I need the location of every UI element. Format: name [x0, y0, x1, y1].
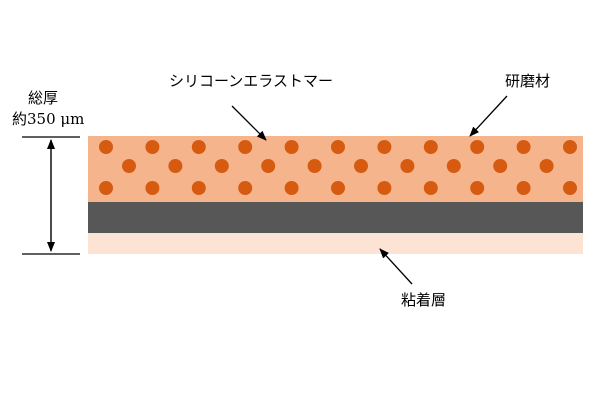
abrasive-particles [99, 140, 577, 195]
abrasive-particle [563, 181, 577, 195]
abrasive-particle [168, 159, 183, 173]
abrasive-particle [516, 181, 531, 195]
abrasive-particle [145, 140, 160, 154]
abrasive-particle [238, 181, 253, 195]
elastomer-label: シリコーンエラストマー [169, 72, 333, 90]
abrasive-particle [331, 181, 345, 195]
adhesive-pointer-arrow [379, 248, 413, 285]
abrasive-particle [493, 159, 508, 173]
abrasive-particle [307, 159, 322, 173]
substrate-layer [88, 202, 583, 233]
abrasive-particle [99, 140, 113, 154]
abrasive-particle [377, 140, 392, 154]
adhesive-layer [88, 233, 583, 254]
abrasive-particle [191, 140, 206, 154]
abrasive-particle [284, 181, 299, 195]
abrasive-particle [400, 159, 415, 173]
abrasive-particle [238, 140, 253, 154]
abrasive-particle [446, 159, 461, 173]
abrasive-particle [470, 181, 485, 195]
abrasive-particle [99, 181, 113, 195]
adhesive-label: 粘着層 [401, 291, 446, 309]
abrasive-particle [122, 159, 136, 173]
total-thickness-title: 総厚 [28, 89, 58, 107]
abrasive-label: 研磨材 [505, 72, 550, 90]
elastomer-pointer-arrow [231, 105, 267, 141]
abrasive-particle [539, 159, 554, 173]
abrasive-particle [470, 140, 485, 154]
abrasive-particle [354, 159, 368, 173]
abrasive-particle [563, 140, 577, 154]
abrasive-particle [423, 181, 438, 195]
abrasive-particle [145, 181, 160, 195]
total-thickness-value: 約350 μm [12, 110, 84, 128]
abrasive-particle [516, 140, 531, 154]
abrasive-particle [214, 159, 229, 173]
abrasive-pointer-arrow [469, 95, 508, 137]
abrasive-particle [377, 181, 392, 195]
abrasive-particle [261, 159, 276, 173]
abrasive-particle [191, 181, 206, 195]
abrasive-particle [331, 140, 345, 154]
abrasive-particle [284, 140, 299, 154]
abrasive-particle [423, 140, 438, 154]
